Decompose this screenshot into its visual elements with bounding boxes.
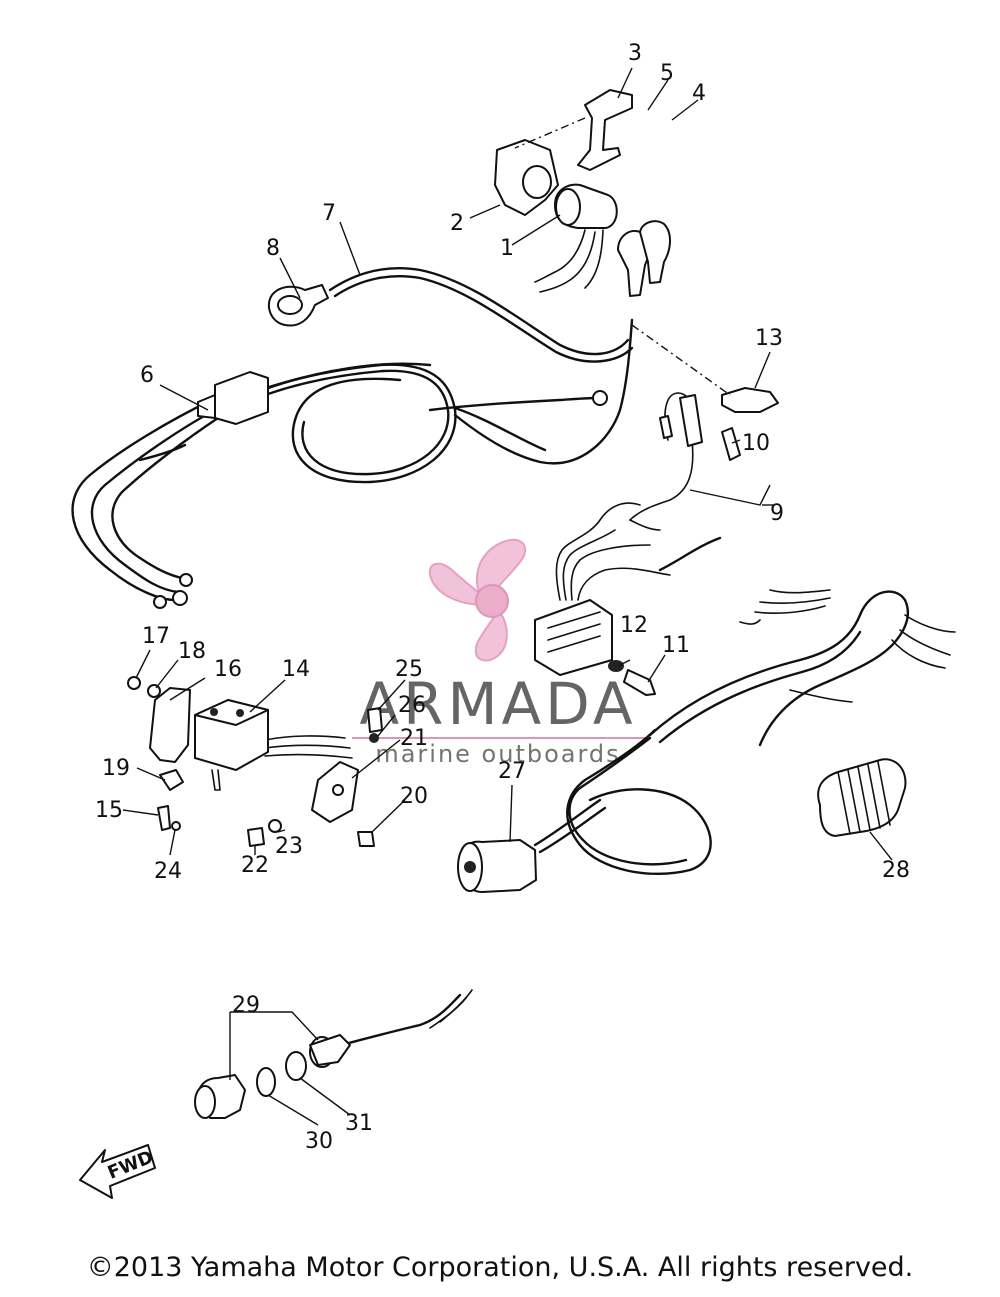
callout-22: 22 <box>241 853 269 878</box>
propeller-icon <box>428 538 527 662</box>
callout-13: 13 <box>755 326 783 351</box>
callout-14: 14 <box>282 657 310 682</box>
nut-19 <box>159 769 184 791</box>
bolt-17 <box>127 676 141 690</box>
callout-23: 23 <box>275 834 303 859</box>
fuse-holder-9 <box>679 394 703 447</box>
washer-31 <box>285 1051 307 1081</box>
callout-25: 25 <box>395 657 423 682</box>
washer-12 <box>608 660 624 672</box>
bracket-16 <box>149 687 191 763</box>
callout-4: 4 <box>692 81 706 106</box>
callout-7: 7 <box>322 201 336 226</box>
callout-12: 12 <box>620 613 648 638</box>
callout-16: 16 <box>214 657 242 682</box>
copyright-notice: ©2013 Yamaha Motor Corporation, U.S.A. A… <box>86 1252 914 1283</box>
bracket-3 <box>577 89 633 171</box>
callout-15: 15 <box>95 798 123 823</box>
callout-30: 30 <box>305 1129 333 1154</box>
callout-18: 18 <box>178 639 206 664</box>
callout-10: 10 <box>742 431 770 456</box>
callout-19: 19 <box>102 756 130 781</box>
callout-20: 20 <box>400 784 428 809</box>
connector-6 <box>214 371 269 425</box>
callout-26: 26 <box>398 693 426 718</box>
screw-25 <box>367 707 383 733</box>
callout-8: 8 <box>266 236 280 261</box>
washer-18 <box>147 684 161 698</box>
watermark-title: ARMADA <box>359 670 636 738</box>
parts <box>127 89 907 1119</box>
clip-13 <box>721 387 779 413</box>
forward-arrow-icon: FWD <box>79 1144 156 1199</box>
callout-31: 31 <box>345 1111 373 1136</box>
bolt-11 <box>623 669 656 696</box>
screw-22 <box>247 827 265 847</box>
washer-26 <box>369 733 379 743</box>
callout-1: 1 <box>500 236 514 261</box>
washer-30 <box>256 1067 276 1097</box>
screw-15 <box>157 805 171 831</box>
watermark-subtitle: marine outboards <box>375 740 620 768</box>
callout-28: 28 <box>882 858 910 883</box>
callout-5: 5 <box>660 61 674 86</box>
callout-3: 3 <box>628 41 642 66</box>
callout-29: 29 <box>232 993 260 1018</box>
rectifier <box>534 599 613 676</box>
watermark-logo: ARMADA marine outboards <box>352 538 648 768</box>
callout-9: 9 <box>770 501 784 526</box>
callout-2: 2 <box>450 211 464 236</box>
washer-23 <box>268 819 282 833</box>
callout-11: 11 <box>662 633 690 658</box>
screw-20 <box>357 831 375 847</box>
sleeve-28 <box>817 758 907 837</box>
callout-labels: 3 5 4 2 1 7 8 6 13 10 9 12 11 17 18 16 1… <box>95 41 910 1154</box>
fuse-10 <box>721 427 741 461</box>
callout-6: 6 <box>140 363 154 388</box>
leader-lines <box>122 67 893 1126</box>
callout-24: 24 <box>154 859 182 884</box>
callout-27: 27 <box>498 759 526 784</box>
callout-17: 17 <box>142 624 170 649</box>
callout-21: 21 <box>400 726 428 751</box>
